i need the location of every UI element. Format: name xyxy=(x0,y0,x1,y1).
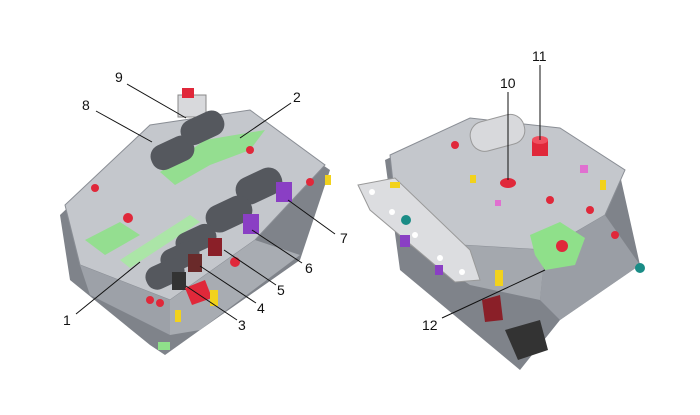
solenoid-6 xyxy=(205,195,259,234)
solenoid-3 xyxy=(145,258,186,290)
callout-8: 8 xyxy=(82,97,90,113)
callout-7: 7 xyxy=(340,230,348,246)
callout-4: 4 xyxy=(257,300,265,316)
left-valve-body xyxy=(60,88,331,355)
plug-10 xyxy=(500,178,516,188)
callout-5: 5 xyxy=(277,282,285,298)
callout-3: 3 xyxy=(238,317,246,333)
green-plate-2 xyxy=(160,130,265,185)
callout-12: 12 xyxy=(422,317,438,333)
callout-11: 11 xyxy=(532,48,547,64)
leader-lines xyxy=(75,65,546,321)
solenoid-9 xyxy=(180,110,225,146)
solenoid-7 xyxy=(235,167,292,205)
right-valve-body xyxy=(357,113,645,370)
callout-2: 2 xyxy=(293,89,301,105)
callout-6: 6 xyxy=(305,260,313,276)
callout-9: 9 xyxy=(115,69,123,85)
solenoid-8 xyxy=(150,135,195,171)
callout-10: 10 xyxy=(500,75,516,91)
callout-1: 1 xyxy=(63,312,71,328)
